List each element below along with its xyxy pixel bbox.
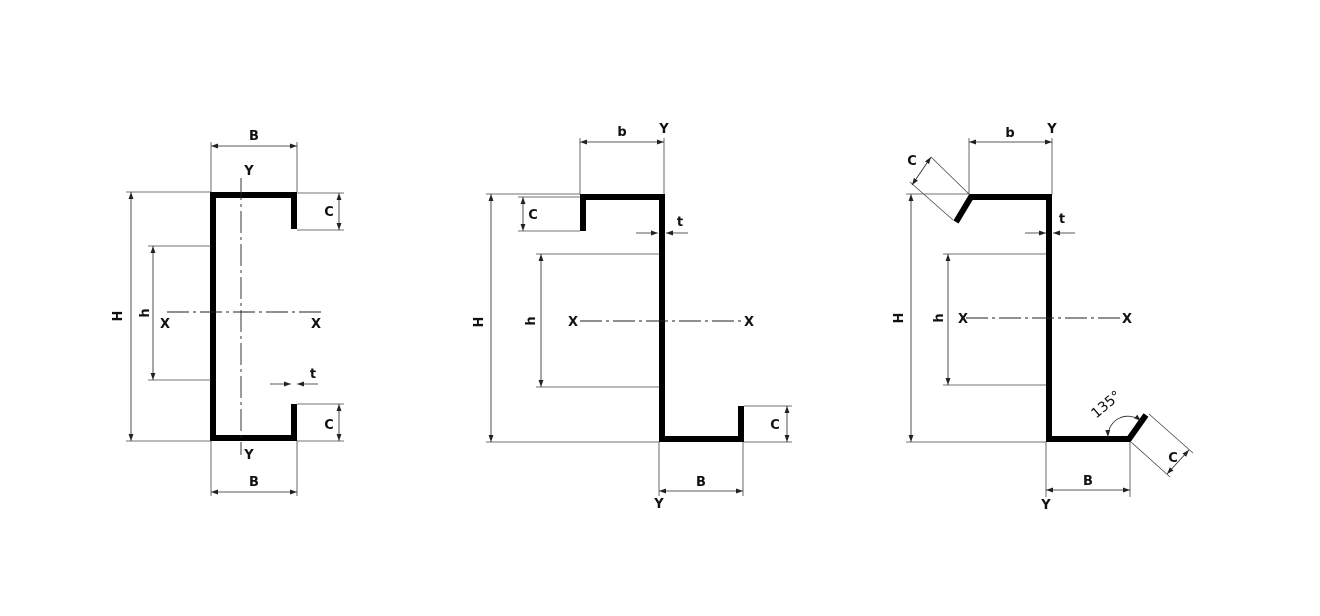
za-lip-top-label: C	[907, 154, 917, 169]
za-angle-arc	[1105, 414, 1142, 438]
za-lip-bottom-label: C	[1168, 451, 1178, 466]
c-y-label-top: Y	[243, 164, 254, 179]
za-b-bottom-label: B	[1083, 474, 1093, 489]
z-thickness-label: t	[677, 215, 683, 230]
c-web-depth-label: h	[138, 308, 153, 317]
za-y-label-top: Y	[1046, 122, 1057, 137]
z-lip-bottom-label: C	[770, 418, 780, 433]
z-h-total-label: H	[472, 317, 487, 328]
z-x-label-right: X	[744, 315, 754, 330]
z-y-label-top: Y	[658, 122, 669, 137]
c-x-label-right: X	[311, 317, 321, 332]
z-x-label-left: X	[568, 315, 578, 330]
z-b-top-label: b	[617, 125, 626, 140]
za-y-label-bottom: Y	[1040, 498, 1051, 513]
za-web-depth-label: h	[932, 313, 947, 322]
za-angle-label: 135°	[1088, 388, 1124, 422]
c-b-top-label: B	[249, 129, 259, 144]
za-b-top-label: b	[1005, 126, 1014, 141]
z-section-profile	[580, 194, 744, 442]
c-lip-top-label: C	[324, 205, 334, 220]
c-h-total-label: H	[111, 311, 126, 322]
za-x-label-left: X	[958, 312, 968, 327]
za-x-label-right: X	[1122, 312, 1132, 327]
c-section: B B H h C C t Y Y X X	[111, 129, 344, 496]
z-section-angled: b Y C H h t B Y 135° C	[892, 122, 1194, 513]
za-thickness-label: t	[1059, 212, 1065, 227]
c-x-label-left: X	[160, 317, 170, 332]
z-web-depth-label: h	[524, 316, 539, 325]
za-h-total-label: H	[892, 313, 907, 324]
c-y-label-bottom: Y	[243, 448, 254, 463]
c-b-bottom-label: B	[249, 475, 259, 490]
z-section: b Y B Y H h C C t X X	[472, 122, 792, 512]
za-lip-top-dimension	[911, 156, 932, 186]
c-lip-bottom-label: C	[324, 418, 334, 433]
c-section-profile	[210, 192, 297, 441]
za-lip-bottom-dimension	[1166, 449, 1190, 475]
z-y-label-bottom: Y	[653, 497, 664, 512]
z-lip-top-label: C	[528, 208, 538, 223]
c-thickness-label: t	[310, 367, 316, 382]
z-b-bottom-label: B	[696, 475, 706, 490]
